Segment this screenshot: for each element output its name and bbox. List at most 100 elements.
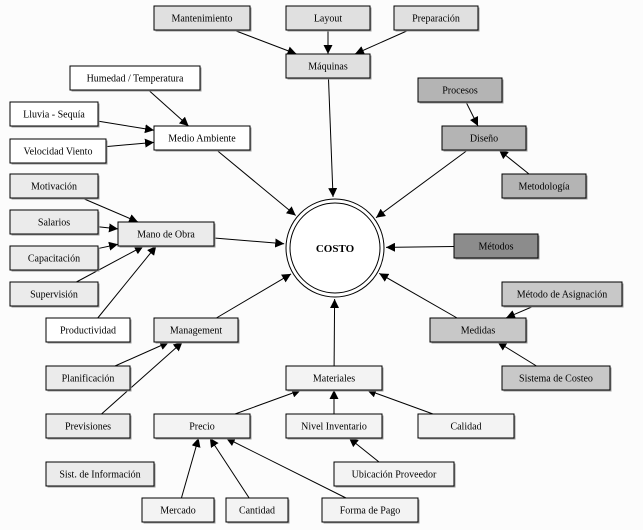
node-salarios: Salarios — [9, 209, 100, 236]
arrow-motivacion-to-mano-obra — [81, 197, 139, 223]
center-label: COSTO — [316, 243, 355, 255]
node-label: Supervisión — [30, 290, 78, 301]
node-label: Métodos — [479, 242, 514, 253]
node-humedad: Humedad / Temperatura — [69, 65, 202, 92]
node-management: Management — [153, 317, 240, 344]
arrow-preparacion-to-maquinas — [354, 29, 410, 55]
arrow-humedad-to-medio-ambiente — [148, 89, 189, 127]
arrow-sistema-costeo-to-medidas — [497, 341, 537, 367]
node-box — [153, 413, 251, 439]
node-maquinas: Máquinas — [285, 53, 372, 80]
node-label: Sistema de Costeo — [519, 374, 593, 385]
node-box — [45, 461, 155, 487]
connector-layer — [76, 29, 537, 499]
node-box — [9, 209, 99, 235]
arrow-materiales-to-center — [330, 298, 340, 367]
node-box — [441, 125, 527, 151]
node-layer: Mantenimiento Layout PreparaciónMáquinasHu… — [9, 5, 624, 524]
node-label: Mantenimiento — [171, 14, 232, 25]
arrow-precio-to-materiales — [234, 388, 302, 415]
node-box — [9, 245, 99, 271]
arrow-lluvia-to-medio-ambiente — [97, 120, 155, 134]
arrow-mano-obra-to-center — [213, 237, 285, 248]
node-planificacion: Planificación — [45, 365, 132, 392]
node-box — [153, 125, 251, 151]
node-box — [45, 317, 131, 343]
node-label: Productividad — [60, 326, 116, 337]
node-box — [153, 317, 239, 343]
node-materiales: Materiales — [285, 365, 384, 392]
arrow-forma-pago-to-precio — [225, 437, 347, 499]
node-metodos: Métodos — [453, 233, 540, 260]
node-box — [117, 221, 215, 247]
node-label: Humedad / Temperatura — [87, 74, 184, 85]
node-box — [501, 281, 623, 307]
node-label: Materiales — [313, 374, 355, 385]
node-label: Medidas — [461, 326, 496, 337]
node-precio: Precio — [153, 413, 252, 440]
node-box — [501, 365, 611, 391]
node-mano-obra: Mano de Obra — [117, 221, 216, 248]
node-box — [225, 497, 289, 523]
node-box — [417, 413, 515, 439]
arrow-velocidad-to-medio-ambiente — [105, 138, 155, 148]
node-box — [285, 53, 371, 79]
node-box — [9, 101, 99, 127]
arrow-maquinas-to-center — [327, 77, 338, 198]
arrow-productividad-to-mano-obra — [97, 245, 157, 319]
node-label: Salarios — [38, 218, 70, 229]
arrow-ubicacion-to-nivel-inventario — [348, 437, 380, 463]
arrow-capacitacion-to-mano-obra — [97, 241, 119, 251]
node-box — [429, 317, 527, 343]
node-procesos: Procesos — [417, 77, 504, 104]
node-cantidad: Cantidad — [225, 497, 290, 524]
node-metodo-asignacion: Método de Asignación — [501, 281, 624, 308]
center-node-costo: COSTO — [285, 198, 385, 298]
arrow-metodos-to-center — [385, 242, 455, 252]
node-label: Cantidad — [239, 506, 275, 517]
node-label: Precio — [189, 422, 215, 433]
node-label: Layout — [314, 14, 343, 25]
node-label: Mercado — [160, 506, 196, 517]
node-box — [9, 138, 107, 164]
node-label: Calidad — [450, 422, 481, 433]
arrow-planificacion-to-management — [114, 341, 170, 367]
node-productividad: Productividad — [45, 317, 132, 344]
node-velocidad: Velocidad Viento — [9, 138, 108, 165]
node-label: Mano de Obra — [137, 230, 195, 241]
node-previsiones: Previsiones — [45, 413, 132, 440]
node-nivel-inventario: Nivel Inventario — [285, 413, 384, 440]
node-ubicacion: Ubicación Proveedor — [333, 461, 456, 488]
node-box — [45, 365, 131, 391]
node-mantenimiento: Mantenimiento — [153, 5, 252, 32]
node-box — [69, 65, 201, 91]
node-box — [393, 5, 479, 31]
node-label: Sist. de Información — [59, 470, 140, 481]
arrow-calidad-to-materiales — [366, 388, 434, 415]
node-label: Lluvia - Sequía — [23, 110, 85, 121]
node-box — [45, 413, 131, 439]
node-motivacion: Motivación — [9, 173, 100, 200]
arrow-metodo-asignacion-to-medidas — [505, 305, 535, 319]
node-calidad: Calidad — [417, 413, 516, 440]
node-label: Planificación — [62, 374, 115, 385]
node-preparacion: Preparación — [393, 5, 480, 32]
node-layout: Layout — [285, 5, 372, 32]
node-lluvia: Lluvia - Sequía — [9, 101, 100, 128]
node-box — [9, 173, 99, 199]
node-label: Máquinas — [308, 62, 348, 73]
node-label: Diseño — [470, 134, 498, 145]
node-label: Preparación — [412, 14, 460, 25]
arrow-metodologia-to-diseno — [498, 149, 530, 175]
arrow-procesos-to-diseno — [465, 101, 479, 127]
node-label: Ubicación Proveedor — [352, 470, 437, 481]
node-label: Motivación — [31, 182, 77, 193]
arrow-medidas-to-center — [378, 272, 458, 319]
arrow-diseno-to-center — [375, 149, 469, 219]
node-label: Procesos — [442, 86, 478, 97]
node-label: Nivel Inventario — [301, 422, 367, 433]
arrow-mantenimiento-to-maquinas — [233, 29, 297, 56]
node-box — [285, 5, 371, 31]
node-box — [285, 365, 383, 391]
